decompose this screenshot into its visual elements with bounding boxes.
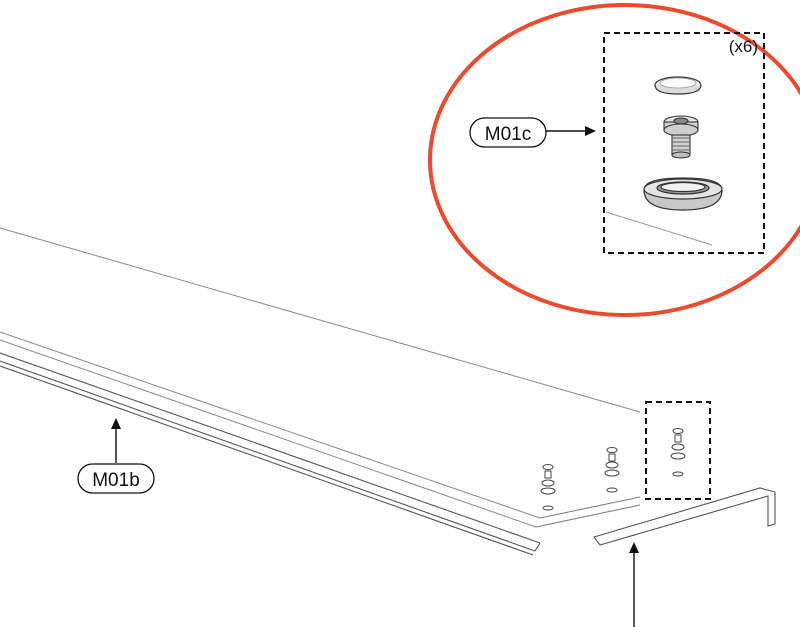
callout-m01c-label: M01c xyxy=(485,124,531,145)
rail-right xyxy=(593,487,776,546)
rail-left xyxy=(0,352,541,556)
panel-edge xyxy=(535,496,641,528)
highlight-circle xyxy=(428,3,800,317)
detail-box-small xyxy=(645,401,711,500)
arrow-icon xyxy=(629,542,639,627)
panel-outline xyxy=(0,227,641,528)
quantity-label: (x6) xyxy=(729,37,758,56)
washer-icon xyxy=(643,177,723,211)
hardware-stack-2 xyxy=(604,447,620,493)
cap-icon xyxy=(654,76,702,95)
bolt-icon xyxy=(663,115,699,159)
hardware-stack-1 xyxy=(540,464,556,511)
callout-m01c: M01c xyxy=(469,117,596,148)
detail-panel-edge xyxy=(605,211,713,246)
callout-m01b-label: M01b xyxy=(92,470,140,491)
callout-m01b: M01b xyxy=(77,418,155,494)
hardware-stack-3 xyxy=(670,428,686,477)
detail-box-large xyxy=(603,32,765,254)
